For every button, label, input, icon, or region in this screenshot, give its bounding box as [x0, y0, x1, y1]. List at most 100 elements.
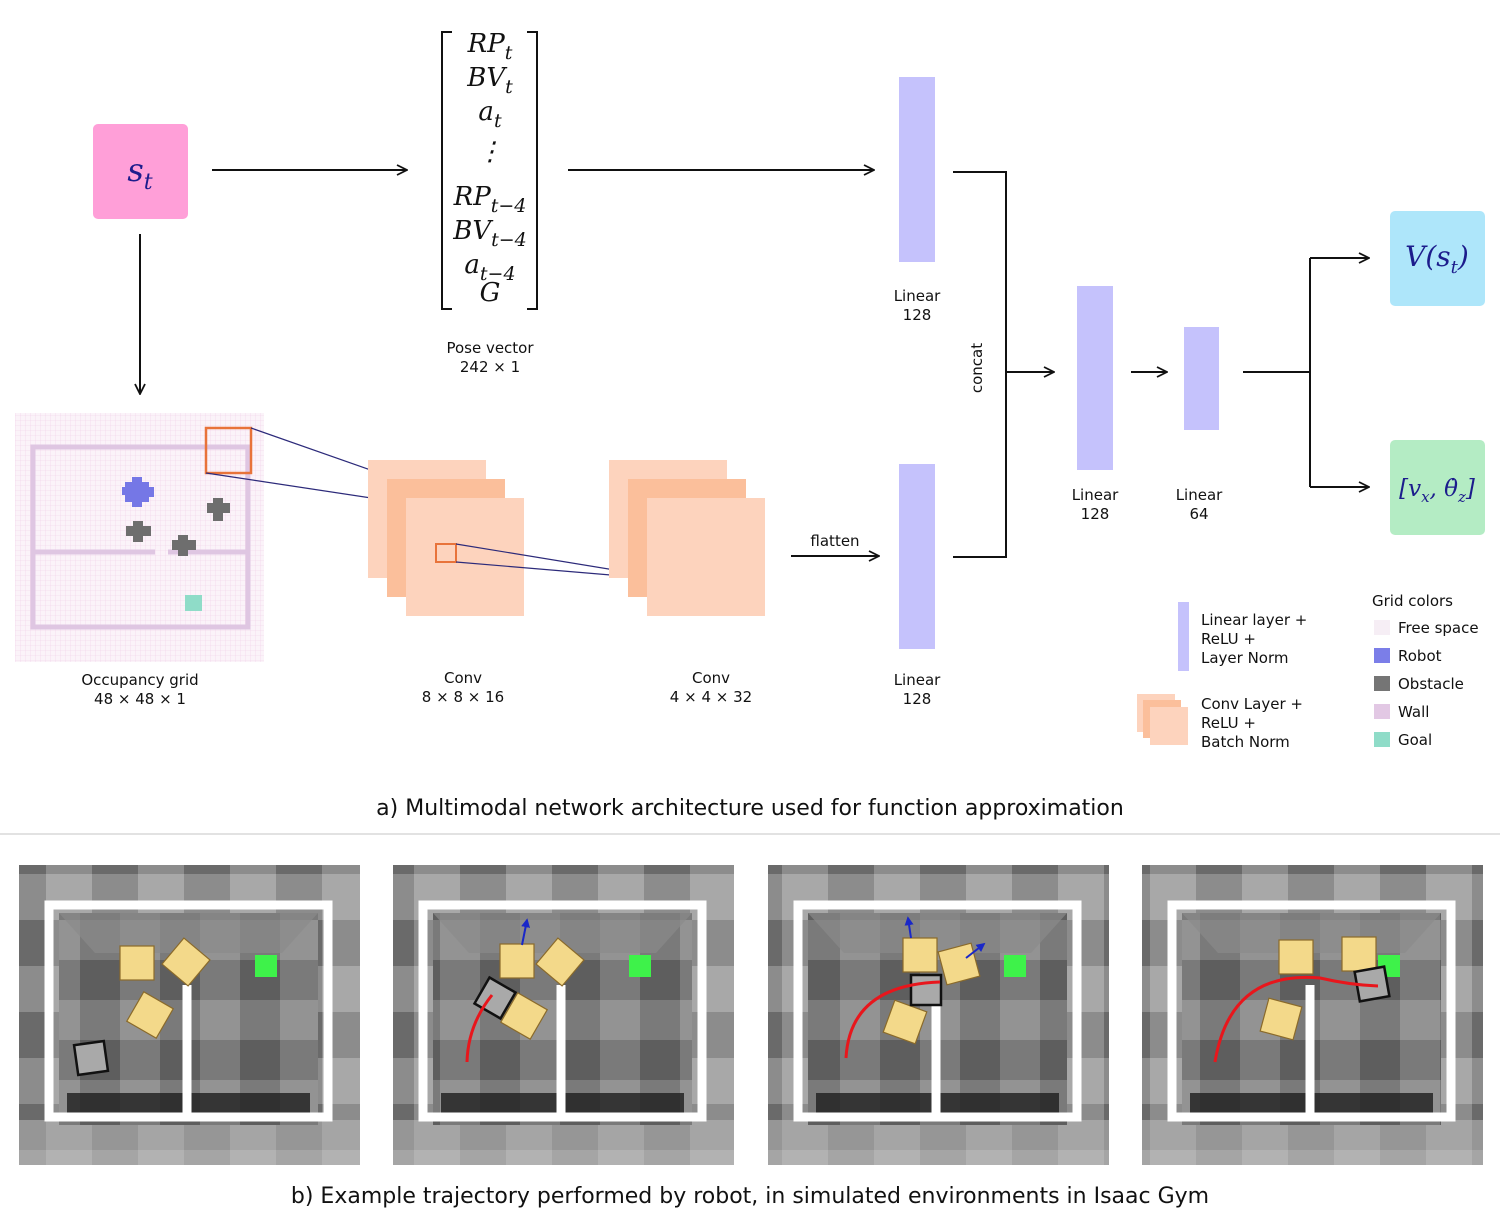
caption-a: a) Multimodal network architecture used … [376, 796, 1124, 821]
legend-linear-swatch [1178, 602, 1189, 671]
state-subscript: t [144, 170, 153, 195]
conv1-stack: Conv 8 × 8 × 16 [368, 460, 524, 706]
obstacle-box [499, 943, 535, 979]
pose-row: RPt [467, 29, 513, 64]
grid-color-label: Wall [1398, 703, 1429, 721]
pose-row: at−4 [464, 250, 515, 285]
obstacle-box [902, 937, 938, 973]
conv1-kernel [435, 543, 457, 563]
pose-row: BVt−4 [452, 216, 527, 251]
legend-linear-line: ReLU + [1201, 630, 1256, 648]
grid-color-label: Goal [1398, 731, 1432, 749]
grid-label: Occupancy grid [81, 671, 198, 689]
linear-mid-dims: 128 [1081, 505, 1110, 523]
svg-text:st: st [127, 151, 152, 195]
linear-small-label: Linear [1176, 486, 1223, 504]
grid-colors-title: Grid colors [1372, 592, 1453, 610]
grid-color-label: Free space [1398, 619, 1479, 637]
obstacle-box [535, 937, 585, 987]
goal-marker [629, 955, 651, 977]
linear-top: Linear 128 [894, 77, 941, 324]
conv1-dims: 8 × 8 × 16 [422, 688, 504, 706]
pose-row: RPt−4 [453, 182, 527, 217]
bracket-right [527, 31, 538, 310]
legend-conv-swatch [1137, 694, 1188, 745]
goal-marker [1004, 955, 1026, 977]
sim-panel [1142, 865, 1483, 1165]
grid-obstacle [126, 521, 151, 542]
arena-wall [418, 900, 707, 1122]
velocity-arrow [521, 918, 531, 946]
robot [909, 973, 943, 1007]
grid-color-label: Obstacle [1398, 675, 1464, 693]
linear-bottom-dims: 128 [903, 690, 932, 708]
state-node: st [93, 124, 188, 219]
pose-row: at [478, 97, 502, 132]
legend-linear-line: Layer Norm [1201, 649, 1289, 667]
caption-b: b) Example trajectory performed by robot… [291, 1184, 1209, 1209]
svg-text:[vx, θ̇z]: [vx, θ̇z] [1399, 476, 1475, 506]
pose-row: BVt [466, 63, 513, 98]
output-value-node: V(st) [1390, 211, 1485, 306]
grid-color-swatch [1374, 620, 1390, 635]
linear-mid: Linear 128 [1072, 286, 1119, 523]
bracket-left [441, 31, 452, 310]
linear-top-label: Linear [894, 287, 941, 305]
pose-row: G [480, 278, 501, 308]
pose-vector-dims: 242 × 1 [460, 358, 520, 376]
sim-panel [393, 865, 734, 1165]
arena-wall [1167, 900, 1456, 1122]
trajectory [1213, 975, 1379, 1063]
linear-small-dims: 64 [1189, 505, 1208, 523]
obstacle-box [1341, 936, 1377, 972]
pose-vector-label: Pose vector [446, 339, 534, 357]
obstacle-box [937, 942, 981, 986]
grid-color-label: Robot [1398, 647, 1442, 665]
grid-color-swatch [1374, 648, 1390, 663]
linear-bottom-label: Linear [894, 671, 941, 689]
grid-kernel [204, 426, 253, 475]
obstacle-box [1278, 939, 1314, 975]
concat-label: concat [968, 343, 986, 393]
conv2-label: Conv [692, 669, 730, 687]
svg-text:V(st): V(st) [1405, 240, 1469, 278]
grid-goal [185, 595, 202, 611]
branch-split [1243, 258, 1311, 487]
grid-obstacle [207, 498, 230, 521]
linear-bottom: Linear 128 [894, 464, 941, 708]
arena-wall [793, 900, 1082, 1122]
conv2-dims: 4 × 4 × 32 [670, 688, 752, 706]
pose-row: ⋮ [477, 137, 503, 167]
flatten-label: flatten [810, 532, 859, 550]
state-symbol: s [127, 151, 143, 189]
grid-dims: 48 × 48 × 1 [94, 690, 186, 708]
obstacle-box [499, 991, 549, 1041]
grid-obstacle [172, 535, 196, 556]
legend-conv-line: ReLU + [1201, 714, 1256, 732]
linear-top-dims: 128 [903, 306, 932, 324]
grid-color-swatch [1374, 676, 1390, 691]
conv1-label: Conv [444, 669, 482, 687]
obstacle-box [1259, 997, 1303, 1041]
linear-mid-label: Linear [1072, 486, 1119, 504]
sim-panel [768, 865, 1109, 1165]
legend-linear-line: Linear layer + [1201, 611, 1307, 629]
trajectory [844, 980, 941, 1059]
sim-panel [19, 865, 360, 1165]
velocity-arrow [904, 916, 914, 939]
robot [1353, 965, 1391, 1003]
layer-legend: Linear layer + ReLU + Layer Norm Conv La… [1137, 602, 1307, 751]
velocity-arrow [965, 942, 986, 959]
concat-bracket [953, 171, 1007, 558]
obstacle-box [161, 937, 211, 987]
grid-color-swatch [1374, 704, 1390, 719]
occupancy-grid: Occupancy grid 48 × 48 × 1 [15, 413, 264, 708]
output-action-node: [vx, θ̇z] [1390, 440, 1485, 535]
obstacle-box [119, 945, 155, 981]
conv2-stack: Conv 4 × 4 × 32 [609, 460, 765, 706]
grid-robot [122, 477, 154, 507]
goal-marker [255, 955, 277, 977]
obstacle-box [125, 990, 175, 1040]
